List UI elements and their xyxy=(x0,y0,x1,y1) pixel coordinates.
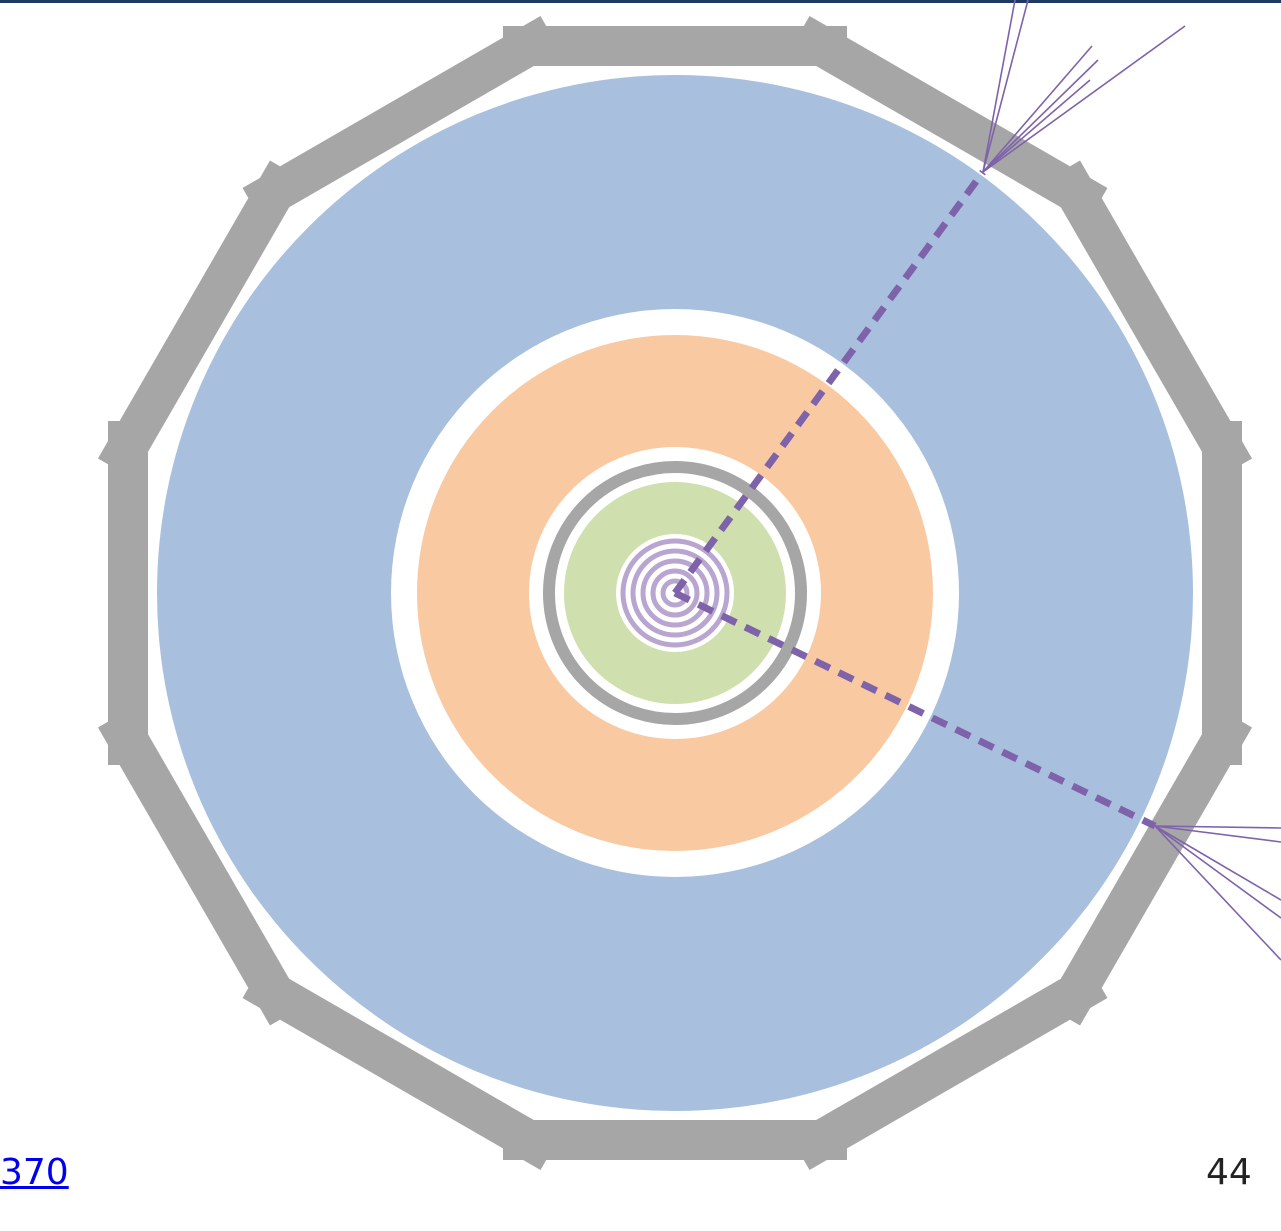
muon-chamber xyxy=(1045,160,1253,479)
jets xyxy=(672,0,1281,961)
pixel-ring xyxy=(630,548,720,638)
jet-2-track xyxy=(1154,825,1281,919)
top-rule xyxy=(0,0,1281,3)
jet-2-axis xyxy=(673,589,1157,830)
page-number: 44 xyxy=(1206,1152,1252,1193)
muon-chamber xyxy=(503,1120,847,1160)
pixel-ring xyxy=(620,538,730,648)
muon-chamber xyxy=(789,963,1108,1171)
reference-link[interactable]: 370 xyxy=(0,1152,69,1193)
muon-chamber xyxy=(108,421,148,765)
pixel-ring xyxy=(660,578,690,608)
muon-chamber xyxy=(789,15,1108,223)
muon-chamber xyxy=(1045,707,1253,1026)
muon-chamber xyxy=(97,707,305,1026)
muon-chamber xyxy=(1202,421,1242,765)
jet-1-track xyxy=(982,25,1186,173)
solenoid xyxy=(543,461,807,725)
jet-2-track xyxy=(1154,825,1281,829)
pixel-layers xyxy=(620,538,730,648)
pixel-ring xyxy=(650,568,700,618)
jet-1-track xyxy=(982,59,1099,173)
jet-2-track xyxy=(1154,825,1281,901)
jet-1-track xyxy=(982,45,1093,173)
jet-1-track xyxy=(982,0,1029,173)
jet-1-track xyxy=(982,0,1016,173)
muon-chamber xyxy=(503,26,847,66)
pixel-ring xyxy=(640,558,710,628)
jet-2-track xyxy=(1154,825,1281,843)
muon-chamber xyxy=(242,963,561,1171)
jet-1-axis xyxy=(672,169,986,596)
jet-2-track xyxy=(1154,825,1281,961)
muon-chamber xyxy=(97,160,305,479)
muon-chambers xyxy=(97,15,1253,1171)
jet-1-track xyxy=(982,79,1091,173)
muon-chamber xyxy=(242,15,561,223)
